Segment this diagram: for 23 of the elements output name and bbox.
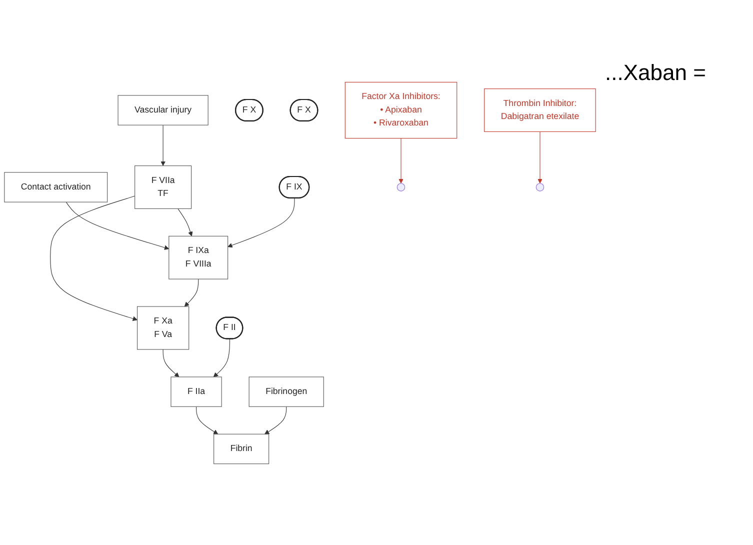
arrow bbox=[162, 348, 180, 377]
node-box: F VIIa TF bbox=[134, 165, 192, 208]
node-box: F IIa bbox=[170, 376, 222, 406]
node-box: Vascular injury bbox=[118, 94, 208, 125]
arrow bbox=[264, 406, 287, 434]
node-box: Thrombin Inhibitor: Dabigatran etexilate bbox=[484, 88, 596, 132]
arrow bbox=[66, 201, 170, 250]
arrow bbox=[184, 278, 199, 306]
note-text: ...Xaban = bbox=[605, 60, 707, 86]
arrow bbox=[398, 138, 404, 184]
node-box: F IXa F VIIIa bbox=[168, 235, 228, 279]
arrow bbox=[213, 338, 230, 377]
arrow bbox=[50, 195, 138, 320]
node-box: Contact activation bbox=[4, 172, 108, 202]
arrow bbox=[228, 197, 295, 248]
arrow bbox=[196, 406, 218, 434]
node-box: Fibrinogen bbox=[248, 376, 324, 406]
arrow bbox=[178, 208, 193, 236]
arrow bbox=[538, 130, 542, 184]
node-box: Fibrin bbox=[214, 433, 270, 464]
arrow bbox=[160, 124, 166, 166]
node-box: F Xa F Va bbox=[137, 306, 190, 350]
node-box: Factor Xa Inhibitors: • Apixaban • Rivaroxaban bbox=[344, 81, 458, 138]
